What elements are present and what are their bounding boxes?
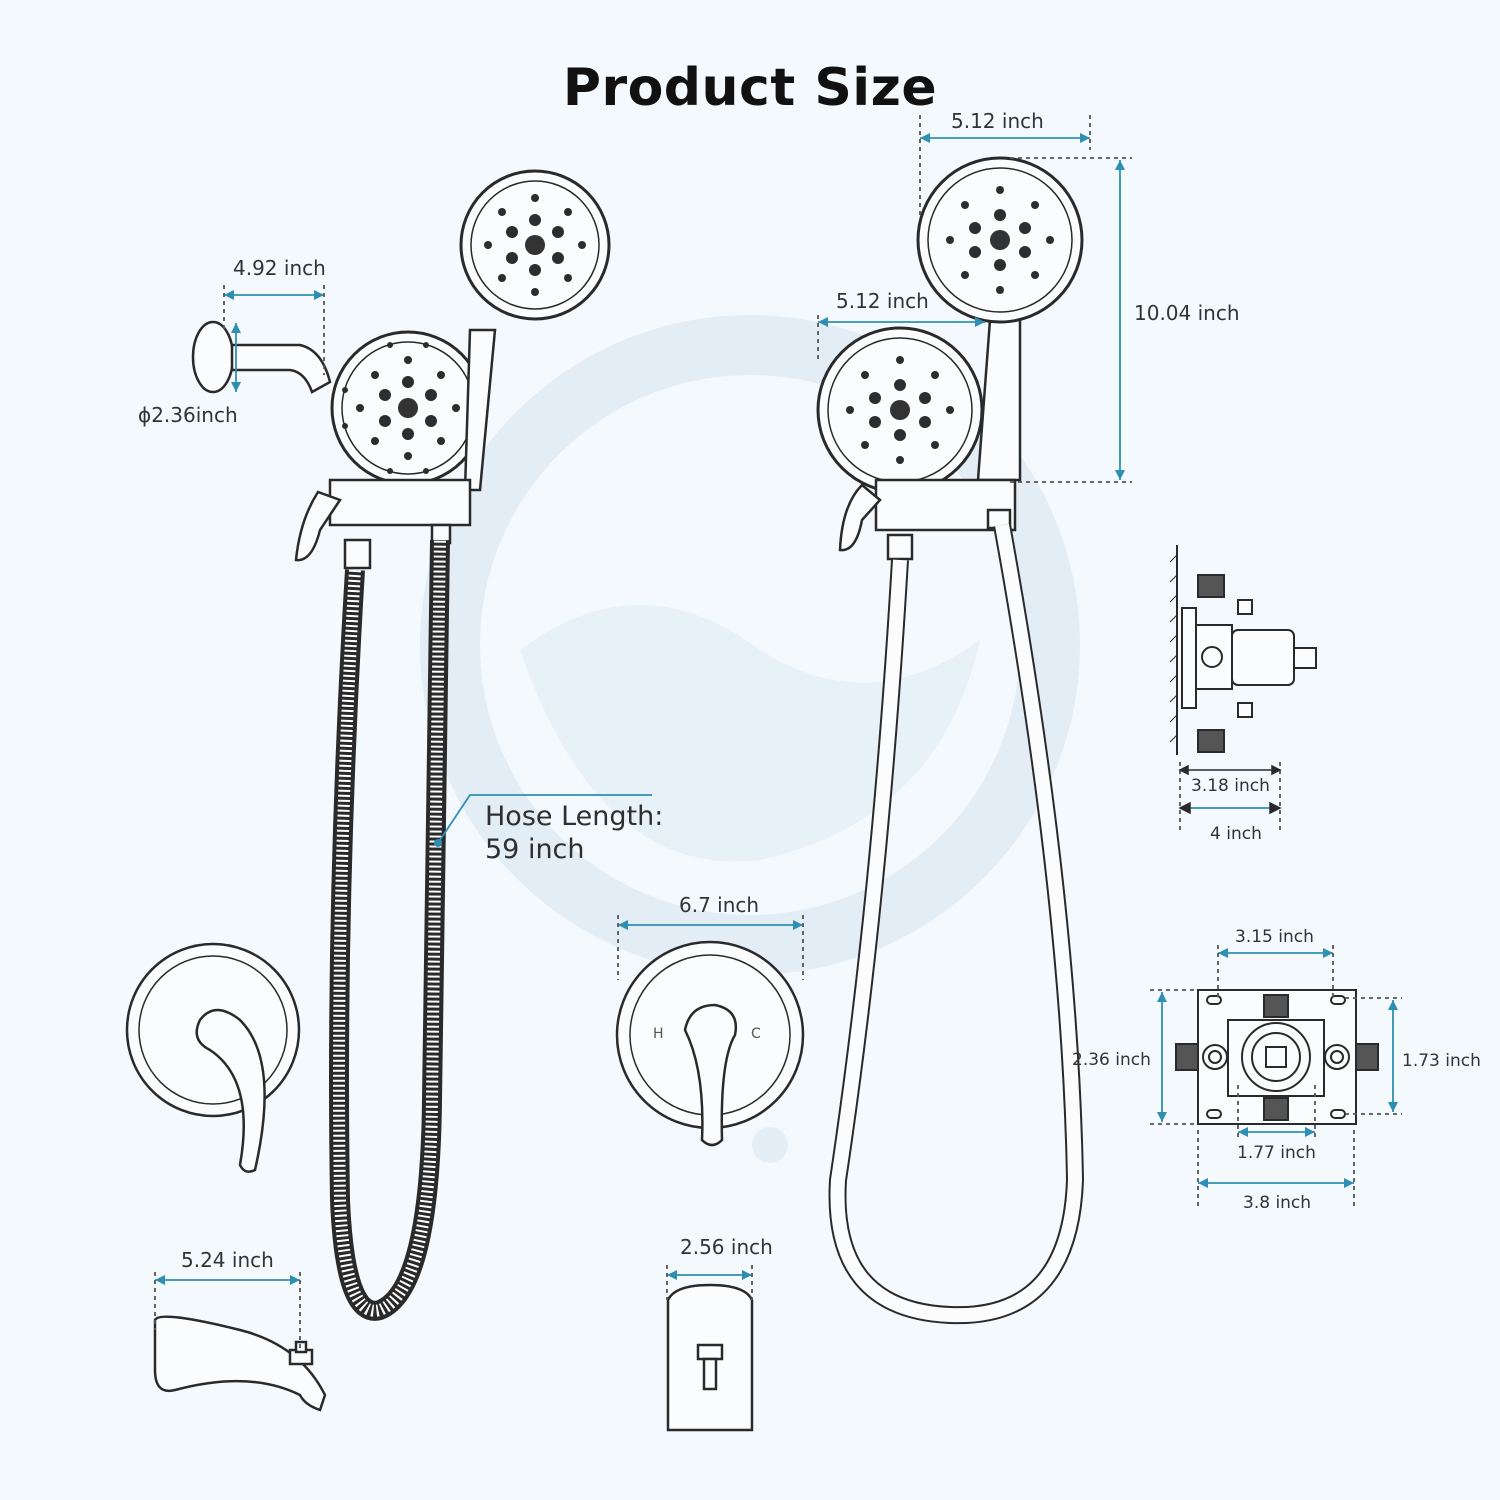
left-fixed-shower-head	[330, 330, 486, 486]
valve-inner-width-label: 1.77 inch	[1237, 1143, 1316, 1163]
spout-length-label: 5.24 inch	[181, 1248, 274, 1272]
watermark-logo	[420, 315, 1080, 1163]
left-handheld-shower-head	[459, 169, 611, 492]
valve-depth-label: 3.18 inch	[1191, 776, 1270, 796]
fixed-head-width-label: 5.12 inch	[836, 289, 929, 313]
cold-marker: C	[751, 1026, 761, 1042]
valve-front-view	[1175, 989, 1379, 1125]
trim-diameter-label: 6.7 inch	[679, 893, 760, 917]
right-smooth-hose	[828, 523, 1085, 1325]
valve-left-height-label: 2.36 inch	[1072, 1050, 1151, 1070]
left-tub-spout	[153, 1315, 327, 1412]
left-trim-plate	[125, 942, 301, 1173]
valve-side-view	[1169, 545, 1317, 755]
hose-length-label: Hose Length: 59 inch	[485, 800, 663, 866]
flange-diameter-label: ϕ2.36inch	[138, 403, 238, 427]
dimension-arrowheads	[155, 133, 1398, 1285]
center-tub-spout	[666, 1283, 754, 1432]
center-trim-plate	[615, 940, 805, 1147]
spout-width-label: 2.56 inch	[680, 1235, 773, 1259]
dimension-lines	[154, 115, 1402, 1350]
hot-marker: H	[653, 1026, 664, 1042]
handheld-width-label: 5.12 inch	[951, 109, 1044, 133]
valve-total-width-label: 3.8 inch	[1243, 1193, 1312, 1213]
hose-length-title: Hose Length:	[485, 801, 664, 832]
left-diverter	[294, 478, 472, 570]
valve-right-height-label: 1.73 inch	[1402, 1051, 1481, 1071]
valve-depth-marks	[1178, 764, 1282, 815]
hose-length-value: 59 inch	[485, 834, 585, 865]
valve-depth-total-label: 4 inch	[1210, 824, 1262, 844]
right-diverter	[838, 478, 1017, 561]
right-fixed-shower-head	[816, 326, 984, 494]
valve-top-width-label: 3.15 inch	[1235, 927, 1314, 947]
arm-length-label: 4.92 inch	[233, 256, 326, 280]
page-title: Product Size	[562, 58, 938, 118]
right-handheld-shower-head	[916, 156, 1084, 482]
shower-arm	[191, 320, 332, 394]
head-height-label: 10.04 inch	[1134, 301, 1240, 325]
hose-leader-dot	[434, 839, 442, 847]
